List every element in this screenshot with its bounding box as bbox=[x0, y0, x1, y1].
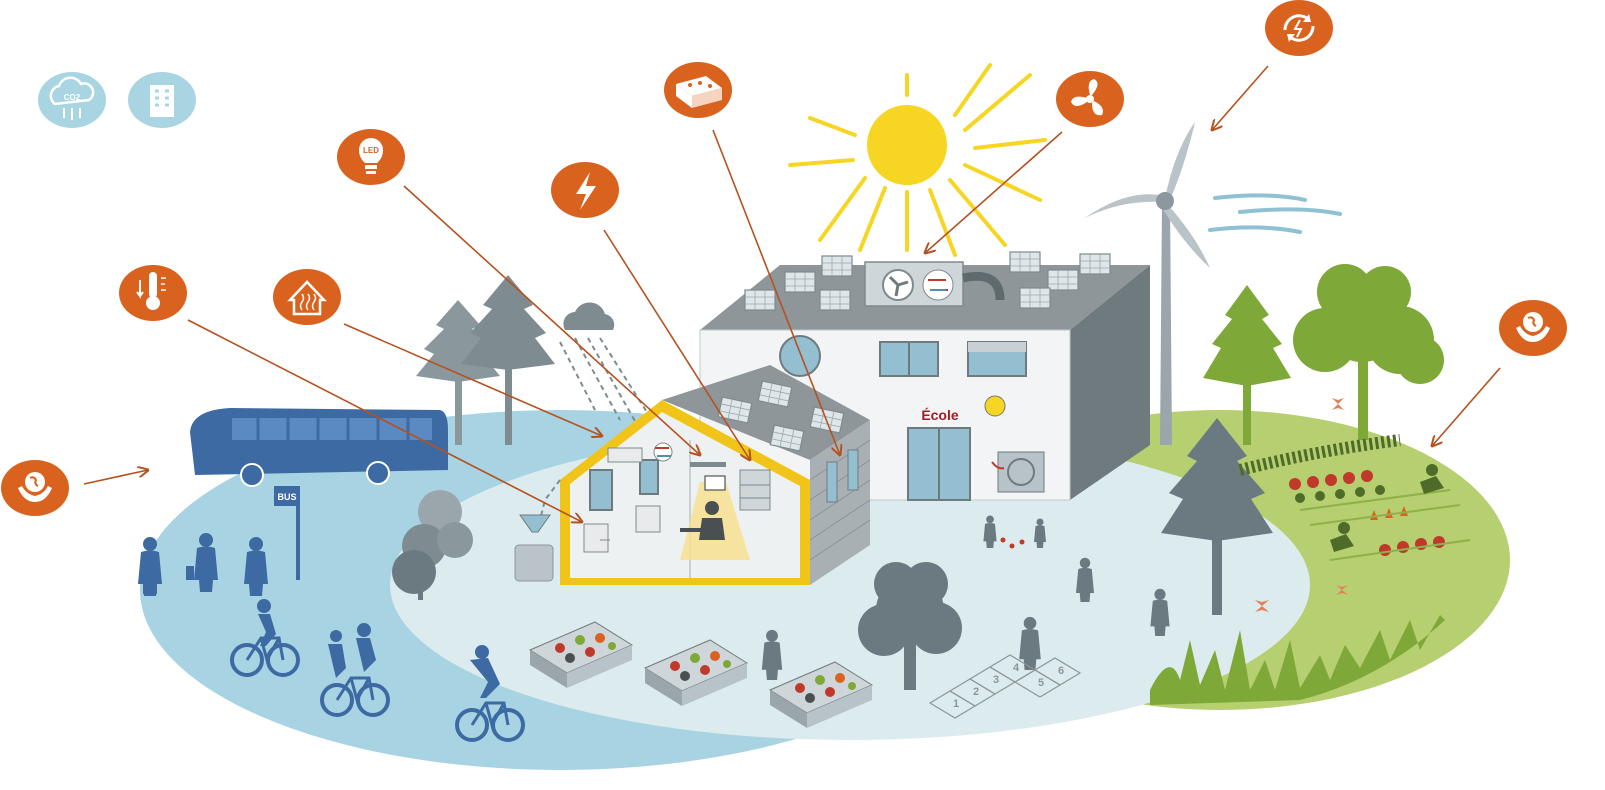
hopscotch-1: 1 bbox=[953, 698, 959, 710]
hopscotch-2: 2 bbox=[973, 686, 979, 698]
school-sign: École bbox=[921, 407, 959, 423]
green-trees bbox=[1203, 264, 1444, 445]
arrow-globe-left bbox=[83, 470, 148, 485]
building-icon bbox=[128, 72, 196, 128]
fan-icon bbox=[1056, 71, 1124, 127]
insulated-annex bbox=[560, 365, 871, 585]
hopscotch-5: 5 bbox=[1038, 677, 1044, 689]
recycle-arrows-icon bbox=[1265, 0, 1333, 56]
co2-capture-icon: CO2 bbox=[38, 72, 106, 128]
thermometer-icon bbox=[119, 265, 187, 321]
wind-turbine bbox=[1085, 122, 1210, 445]
rain-cloud bbox=[559, 302, 656, 431]
bus-stop: BUS bbox=[274, 486, 300, 580]
sun bbox=[788, 63, 1047, 257]
brick-icon bbox=[664, 62, 732, 118]
wild-grass bbox=[1150, 615, 1445, 705]
people-waiting bbox=[138, 533, 268, 596]
callout-arrows bbox=[83, 65, 1501, 522]
grey-tree-right bbox=[1161, 418, 1273, 615]
arrow-fan bbox=[925, 131, 1063, 253]
courtyard-tree bbox=[858, 562, 962, 690]
arrow-globe-right bbox=[1432, 367, 1501, 446]
arrow-led bbox=[403, 185, 700, 455]
globe-hands-icon-right bbox=[1499, 300, 1567, 356]
led-text: LED bbox=[363, 146, 379, 155]
shrubs bbox=[392, 490, 473, 600]
arrow-brick bbox=[712, 129, 840, 455]
co2-text: CO2 bbox=[64, 93, 81, 102]
arrow-house-heat bbox=[343, 323, 602, 436]
ball-dots bbox=[1000, 537, 1025, 549]
rainwater-tank bbox=[514, 479, 561, 582]
wind-lines bbox=[1208, 193, 1342, 234]
arrow-lightning bbox=[603, 229, 750, 460]
led-bulb-icon: LED bbox=[337, 129, 405, 185]
bus-stop-sign: BUS bbox=[277, 492, 296, 502]
cyclists bbox=[230, 599, 525, 742]
hopscotch-3: 3 bbox=[993, 674, 999, 686]
vegetable-garden bbox=[1238, 434, 1471, 561]
planters bbox=[528, 621, 874, 728]
bus bbox=[190, 408, 448, 487]
globe-hands-icon-left bbox=[1, 460, 69, 516]
hopscotch-6: 6 bbox=[1058, 665, 1064, 677]
grey-trees-back bbox=[416, 275, 555, 445]
hopscotch-4: 4 bbox=[1013, 662, 1020, 674]
hopscotch: 1 2 3 4 5 6 bbox=[928, 654, 1082, 719]
arrow-thermometer bbox=[187, 319, 582, 522]
lightning-icon bbox=[551, 162, 619, 218]
house-heat-icon bbox=[273, 269, 341, 325]
arrow-recycle bbox=[1212, 65, 1269, 130]
butterflies bbox=[1255, 398, 1348, 612]
